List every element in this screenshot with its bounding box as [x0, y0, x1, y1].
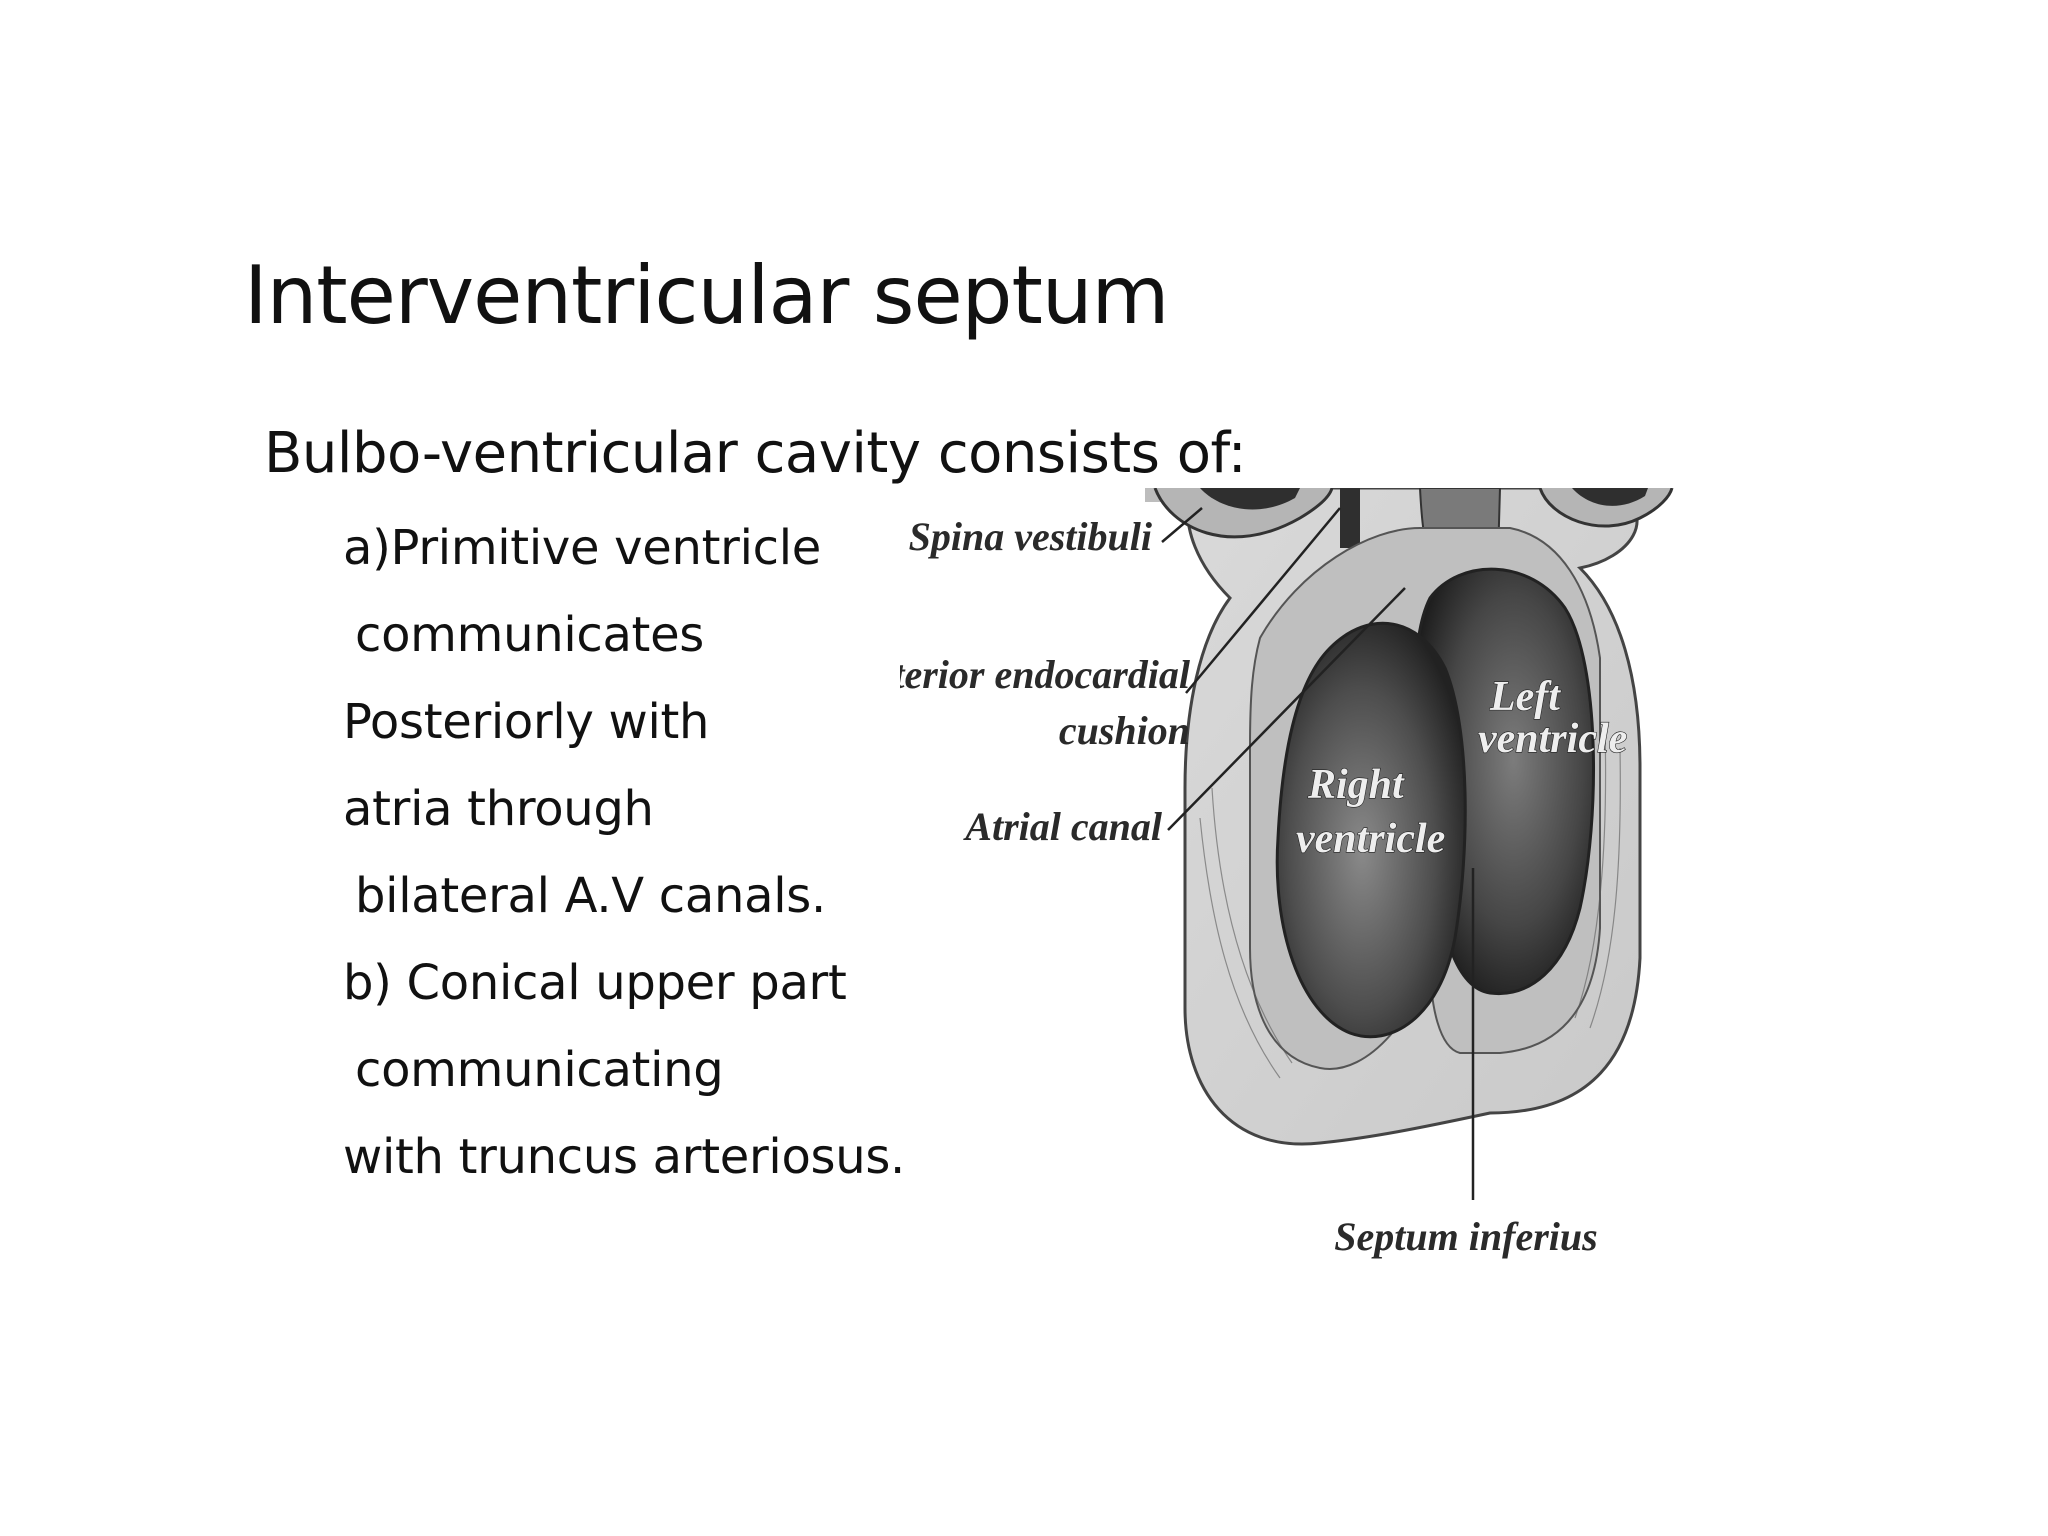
right-atrial-fold-dark	[1572, 488, 1648, 506]
label-right-ventricle-line2: ventricle	[1296, 816, 1445, 862]
label-atrial-canal: Atrial canal	[962, 804, 1163, 849]
label-posterior-endocardial-line1: Posterior endocardial	[900, 652, 1191, 697]
heart-diagram-svg: Spina vestibuli Posterior endocardial cu…	[900, 488, 1674, 1259]
heart-diagram: Spina vestibuli Posterior endocardial cu…	[900, 488, 1750, 1288]
right-ventricle-cavity	[1275, 621, 1467, 1039]
label-posterior-endocardial-line2: cushion	[1059, 708, 1190, 753]
label-left-ventricle-line2: ventricle	[1478, 716, 1627, 762]
bullet-line: communicating	[355, 1042, 724, 1098]
bullet-line: with truncus arteriosus.	[343, 1129, 906, 1185]
bullet-line: communicates	[355, 607, 705, 663]
left-atrial-fold-dark	[1200, 488, 1300, 510]
label-spina-vestibuli: Spina vestibuli	[909, 514, 1152, 559]
leader-atrial-canal	[1167, 587, 1406, 831]
bullet-line: b) Conical upper part	[343, 955, 847, 1011]
slide-title: Interventricular septum	[244, 249, 1169, 342]
leader-posterior-cushion	[1185, 507, 1341, 694]
label-left-ventricle-line1: Left	[1489, 674, 1561, 720]
bullet-line: atria through	[343, 781, 654, 837]
bullet-list: a)Primitive ventricle communicates Poste…	[343, 512, 905, 1208]
atrial-canal-stem	[1340, 488, 1360, 548]
slide-subtitle: Bulbo-ventricular cavity consists of:	[264, 421, 1247, 486]
bullet-line: bilateral A.V canals.	[355, 868, 826, 924]
label-right-ventricle-line1: Right	[1307, 762, 1405, 808]
leader-spina-vestibuli	[1161, 507, 1203, 543]
bullet-line: Posteriorly with	[343, 694, 710, 750]
label-septum-inferius: Septum inferius	[1334, 1214, 1597, 1259]
leader-lines	[1161, 507, 1475, 1200]
bullet-line: a)Primitive ventricle	[343, 520, 821, 576]
hatching	[1199, 727, 1621, 1079]
